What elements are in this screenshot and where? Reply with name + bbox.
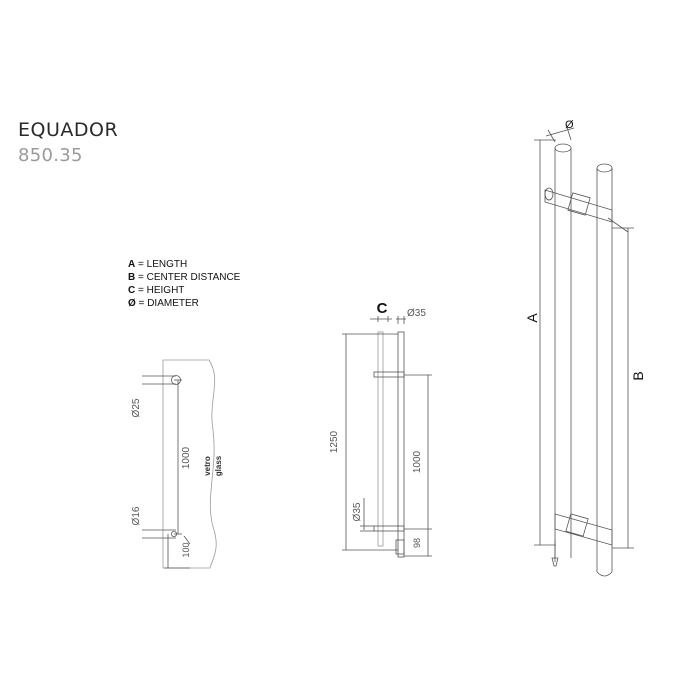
upper-connector-collar <box>567 192 591 216</box>
leader-line <box>183 535 191 545</box>
legend-key: A <box>128 259 136 270</box>
front-bar-top-cap <box>554 143 572 153</box>
handle-bar-side <box>397 331 405 558</box>
glass-pane-section <box>377 331 384 547</box>
legend-separator: = <box>135 285 147 296</box>
lower-connector <box>554 513 613 546</box>
upper-screw <box>607 217 629 233</box>
bar-end-cap <box>395 539 405 555</box>
lower-connector-collar <box>565 513 589 537</box>
material-label-en: glass <box>214 455 223 476</box>
perspective-center-distance-label: B <box>630 371 646 380</box>
legend-key: C <box>128 285 136 296</box>
perspective-diameter-label: Ø <box>565 119 574 131</box>
back-bar-top-cap <box>596 163 613 173</box>
material-label-it: vetro <box>203 456 212 476</box>
lower-standoff <box>373 525 405 532</box>
legend-item-center-distance: B = CENTER DISTANCE <box>128 271 240 284</box>
product-code: 850.35 <box>18 145 83 166</box>
legend-item-height: C = HEIGHT <box>128 284 240 297</box>
product-name: EQUADOR <box>18 119 119 141</box>
front-diameter-bottom-label: Ø16 <box>131 506 142 525</box>
legend-text: HEIGHT <box>146 285 185 296</box>
upper-connector-end <box>544 187 554 201</box>
front-offset-label: 100 <box>181 542 191 557</box>
side-overall-label: 1250 <box>329 430 340 453</box>
back-bar-bottom-cap <box>596 571 613 577</box>
extension-line <box>565 123 572 141</box>
legend-key: Ø <box>128 298 136 309</box>
legend-item-length: A = LENGTH <box>128 258 240 271</box>
legend-separator: = <box>135 259 147 270</box>
lower-fixing-hole <box>170 531 177 538</box>
perspective-view <box>534 123 634 577</box>
side-height-label: C <box>377 300 388 317</box>
legend-separator: = <box>135 272 147 283</box>
legend-item-diameter: Ø = DIAMETER <box>128 297 240 310</box>
legend-key: B <box>128 272 136 283</box>
front-length-label: 1000 <box>181 446 192 469</box>
side-center-label: 1000 <box>412 450 423 473</box>
side-bar-diameter-label: Ø35 <box>407 308 426 319</box>
dimension-legend: A = LENGTH B = CENTER DISTANCE C = HEIGH… <box>128 258 240 310</box>
perspective-length-label: A <box>524 313 540 323</box>
upper-connector <box>544 189 613 223</box>
side-bottom-offset-label: 98 <box>412 538 422 548</box>
upper-standoff <box>373 371 405 378</box>
front-view <box>142 359 217 569</box>
side-view <box>342 316 432 558</box>
lower-spigot-tip <box>551 557 559 567</box>
front-diameter-top-label: Ø25 <box>131 398 142 417</box>
legend-text: CENTER DISTANCE <box>146 272 241 283</box>
legend-text: LENGTH <box>146 259 188 270</box>
side-standoff-diameter-label: Ø35 <box>352 502 363 521</box>
glass-panel-outline <box>162 359 217 569</box>
legend-text: DIAMETER <box>147 298 199 309</box>
legend-separator: = <box>135 298 148 309</box>
